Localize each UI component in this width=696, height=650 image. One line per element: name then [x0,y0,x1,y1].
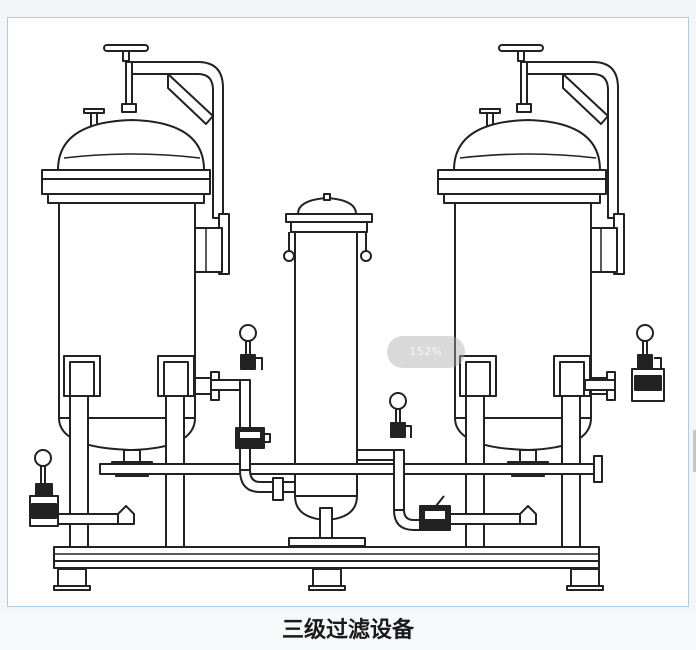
zoom-level-indicator: 152% [387,336,465,368]
pressure-gauges [29,324,665,531]
image-frame[interactable] [7,17,689,607]
interconnect-piping [29,379,616,531]
scrollbar-edge[interactable] [693,430,696,472]
center-bag-filter [283,193,373,547]
base-skid [53,546,604,591]
left-filter-vessel [41,44,230,548]
image-caption: 三级过滤设备 [0,612,696,650]
filter-equipment-drawing [29,44,665,591]
